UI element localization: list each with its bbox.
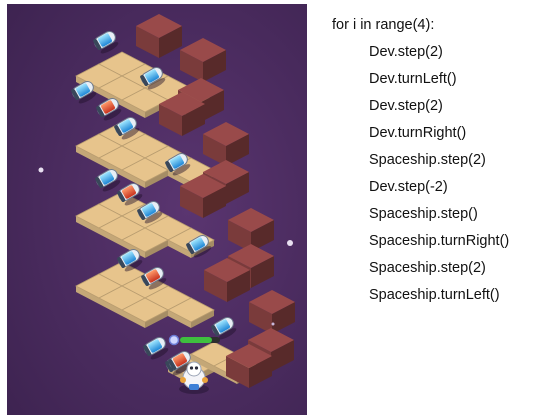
crate-block-icon — [159, 92, 205, 136]
code-line-dev-turn-right: Dev.turnRight() — [369, 125, 467, 141]
health-bar — [168, 334, 220, 346]
crate-block-icon — [136, 14, 182, 58]
crate-block-icon — [180, 38, 226, 82]
code-line-spaceship-step: Spaceship.step() — [369, 206, 478, 222]
star-dot — [287, 240, 293, 246]
dev-character — [168, 334, 220, 394]
red-energy-capsule-icon — [141, 267, 167, 290]
code-line-spaceship-step-2: Spaceship.step(2) — [369, 152, 486, 168]
game-scene — [7, 4, 307, 415]
crate-block-icon — [180, 174, 226, 218]
energy-capsules — [71, 31, 237, 376]
blue-energy-capsule-icon — [211, 317, 237, 340]
blue-energy-capsule-icon — [143, 337, 169, 360]
blue-energy-capsule-icon — [117, 249, 143, 272]
floor-tile — [121, 87, 169, 118]
gear-icon — [168, 334, 180, 346]
code-line-spaceship-step-2-again: Spaceship.step(2) — [369, 260, 486, 276]
code-loop-header: for i in range(4): — [332, 17, 435, 33]
crate-block-icon — [249, 290, 295, 334]
star-dot — [38, 167, 44, 173]
code-line-dev-turn-left: Dev.turnLeft() — [369, 71, 457, 87]
code-line-spaceship-turn-left: Spaceship.turnLeft() — [369, 287, 500, 303]
blue-energy-capsule-icon — [137, 201, 163, 224]
blue-energy-capsule-icon — [71, 81, 97, 104]
blue-energy-capsule-icon — [93, 31, 119, 54]
crate-block-icon — [204, 258, 250, 302]
red-energy-capsule-icon — [96, 98, 122, 121]
blue-energy-capsule-icon — [114, 117, 140, 140]
crate-block-icon — [228, 208, 274, 252]
blue-energy-capsule-icon — [186, 235, 212, 258]
blue-energy-capsule-icon — [165, 153, 191, 176]
code-line-spaceship-turn-right: Spaceship.turnRight() — [369, 233, 510, 249]
code-line-dev-step-2: Dev.step(2) — [369, 44, 443, 60]
star-dot — [271, 322, 275, 326]
red-energy-capsule-icon — [117, 183, 143, 206]
game-viewport — [7, 4, 307, 415]
dev-robot-icon — [179, 361, 209, 394]
floor-tile — [167, 297, 215, 328]
health-bar-fill — [180, 337, 212, 343]
blue-energy-capsule-icon — [140, 67, 166, 90]
code-line-dev-step-2-again: Dev.step(2) — [369, 98, 443, 114]
floor-tile — [121, 297, 169, 328]
crate-blocks — [136, 14, 295, 388]
blue-energy-capsule-icon — [95, 169, 121, 192]
crate-block-icon — [203, 122, 249, 166]
crate-block-icon — [226, 344, 272, 388]
code-panel: for i in range(4): Dev.step(2) Dev.turnL… — [332, 12, 532, 309]
red-energy-capsule-icon — [168, 351, 194, 374]
floor-tile — [121, 157, 169, 188]
code-line-dev-step-back: Dev.step(-2) — [369, 179, 448, 195]
